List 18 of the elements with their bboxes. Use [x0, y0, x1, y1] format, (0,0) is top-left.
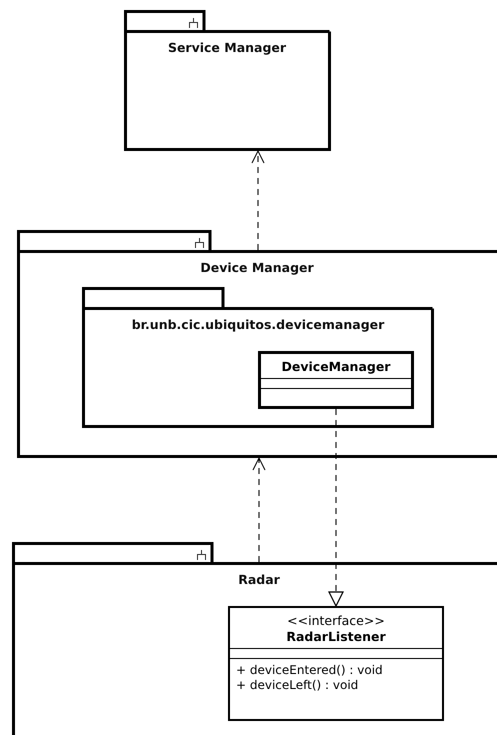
package-box	[17, 230, 497, 458]
class-box	[228, 606, 444, 721]
package-name: Service Manager	[168, 40, 286, 55]
package-name: Radar	[238, 572, 280, 587]
stereotype-label: <<interface>>	[286, 613, 386, 629]
package-box	[124, 10, 331, 151]
package-name: br.unb.cic.ubiquitos.devicemanager	[132, 317, 384, 332]
dependency-arrow	[252, 458, 266, 562]
package-box	[82, 287, 434, 428]
class-name: RadarListener	[285, 629, 387, 645]
class-box	[258, 351, 414, 409]
realization-arrow	[328, 408, 344, 607]
dependency-arrow	[252, 150, 264, 250]
package-box	[12, 542, 497, 735]
class-name: DeviceManager	[280, 359, 392, 375]
package-name: Device Manager	[200, 260, 314, 275]
operation-text: + deviceEntered() : void	[236, 663, 384, 678]
operation-text: + deviceLeft() : void	[236, 678, 360, 693]
